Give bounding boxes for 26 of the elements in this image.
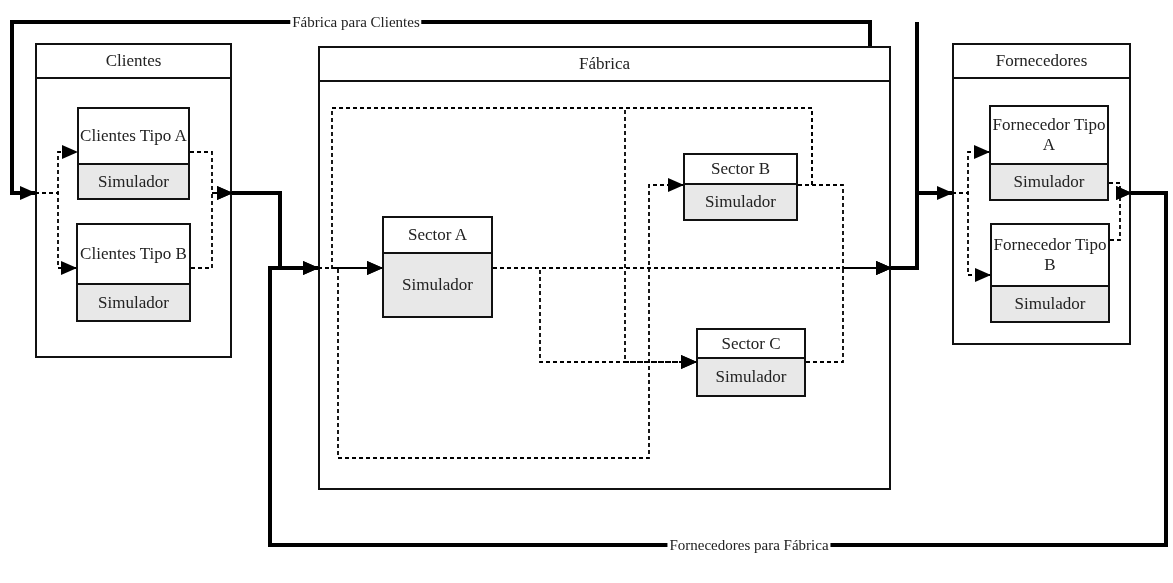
simulator-box <box>989 105 1109 201</box>
simulator-label: Simulador <box>384 252 491 316</box>
connector-arrow <box>891 20 953 270</box>
connector-arrow <box>10 20 872 200</box>
connector-arrow <box>34 192 77 275</box>
connector-arrow <box>268 191 1168 547</box>
connector-arrow <box>331 107 813 275</box>
group-box <box>318 46 891 490</box>
simulator-label: Simulador <box>79 163 188 198</box>
simulator-box <box>683 153 798 221</box>
simulator-box <box>696 328 806 397</box>
simulator-label: Simulador <box>78 283 189 320</box>
simulator-label: Simulador <box>992 285 1108 321</box>
simulator-label: Simulador <box>698 357 804 395</box>
simulator-label: Simulador <box>685 183 796 219</box>
simulator-box <box>990 223 1110 323</box>
group-box <box>952 43 1131 345</box>
connector-arrow <box>951 192 991 282</box>
connector-arrow <box>805 261 892 363</box>
simulator-box <box>382 216 493 318</box>
connector-arrow <box>190 186 233 269</box>
simulator-box <box>76 223 191 322</box>
connector-arrow <box>1109 186 1132 241</box>
group-box <box>35 43 232 358</box>
simulator-label: Simulador <box>991 163 1107 199</box>
simulator-box <box>77 107 190 200</box>
